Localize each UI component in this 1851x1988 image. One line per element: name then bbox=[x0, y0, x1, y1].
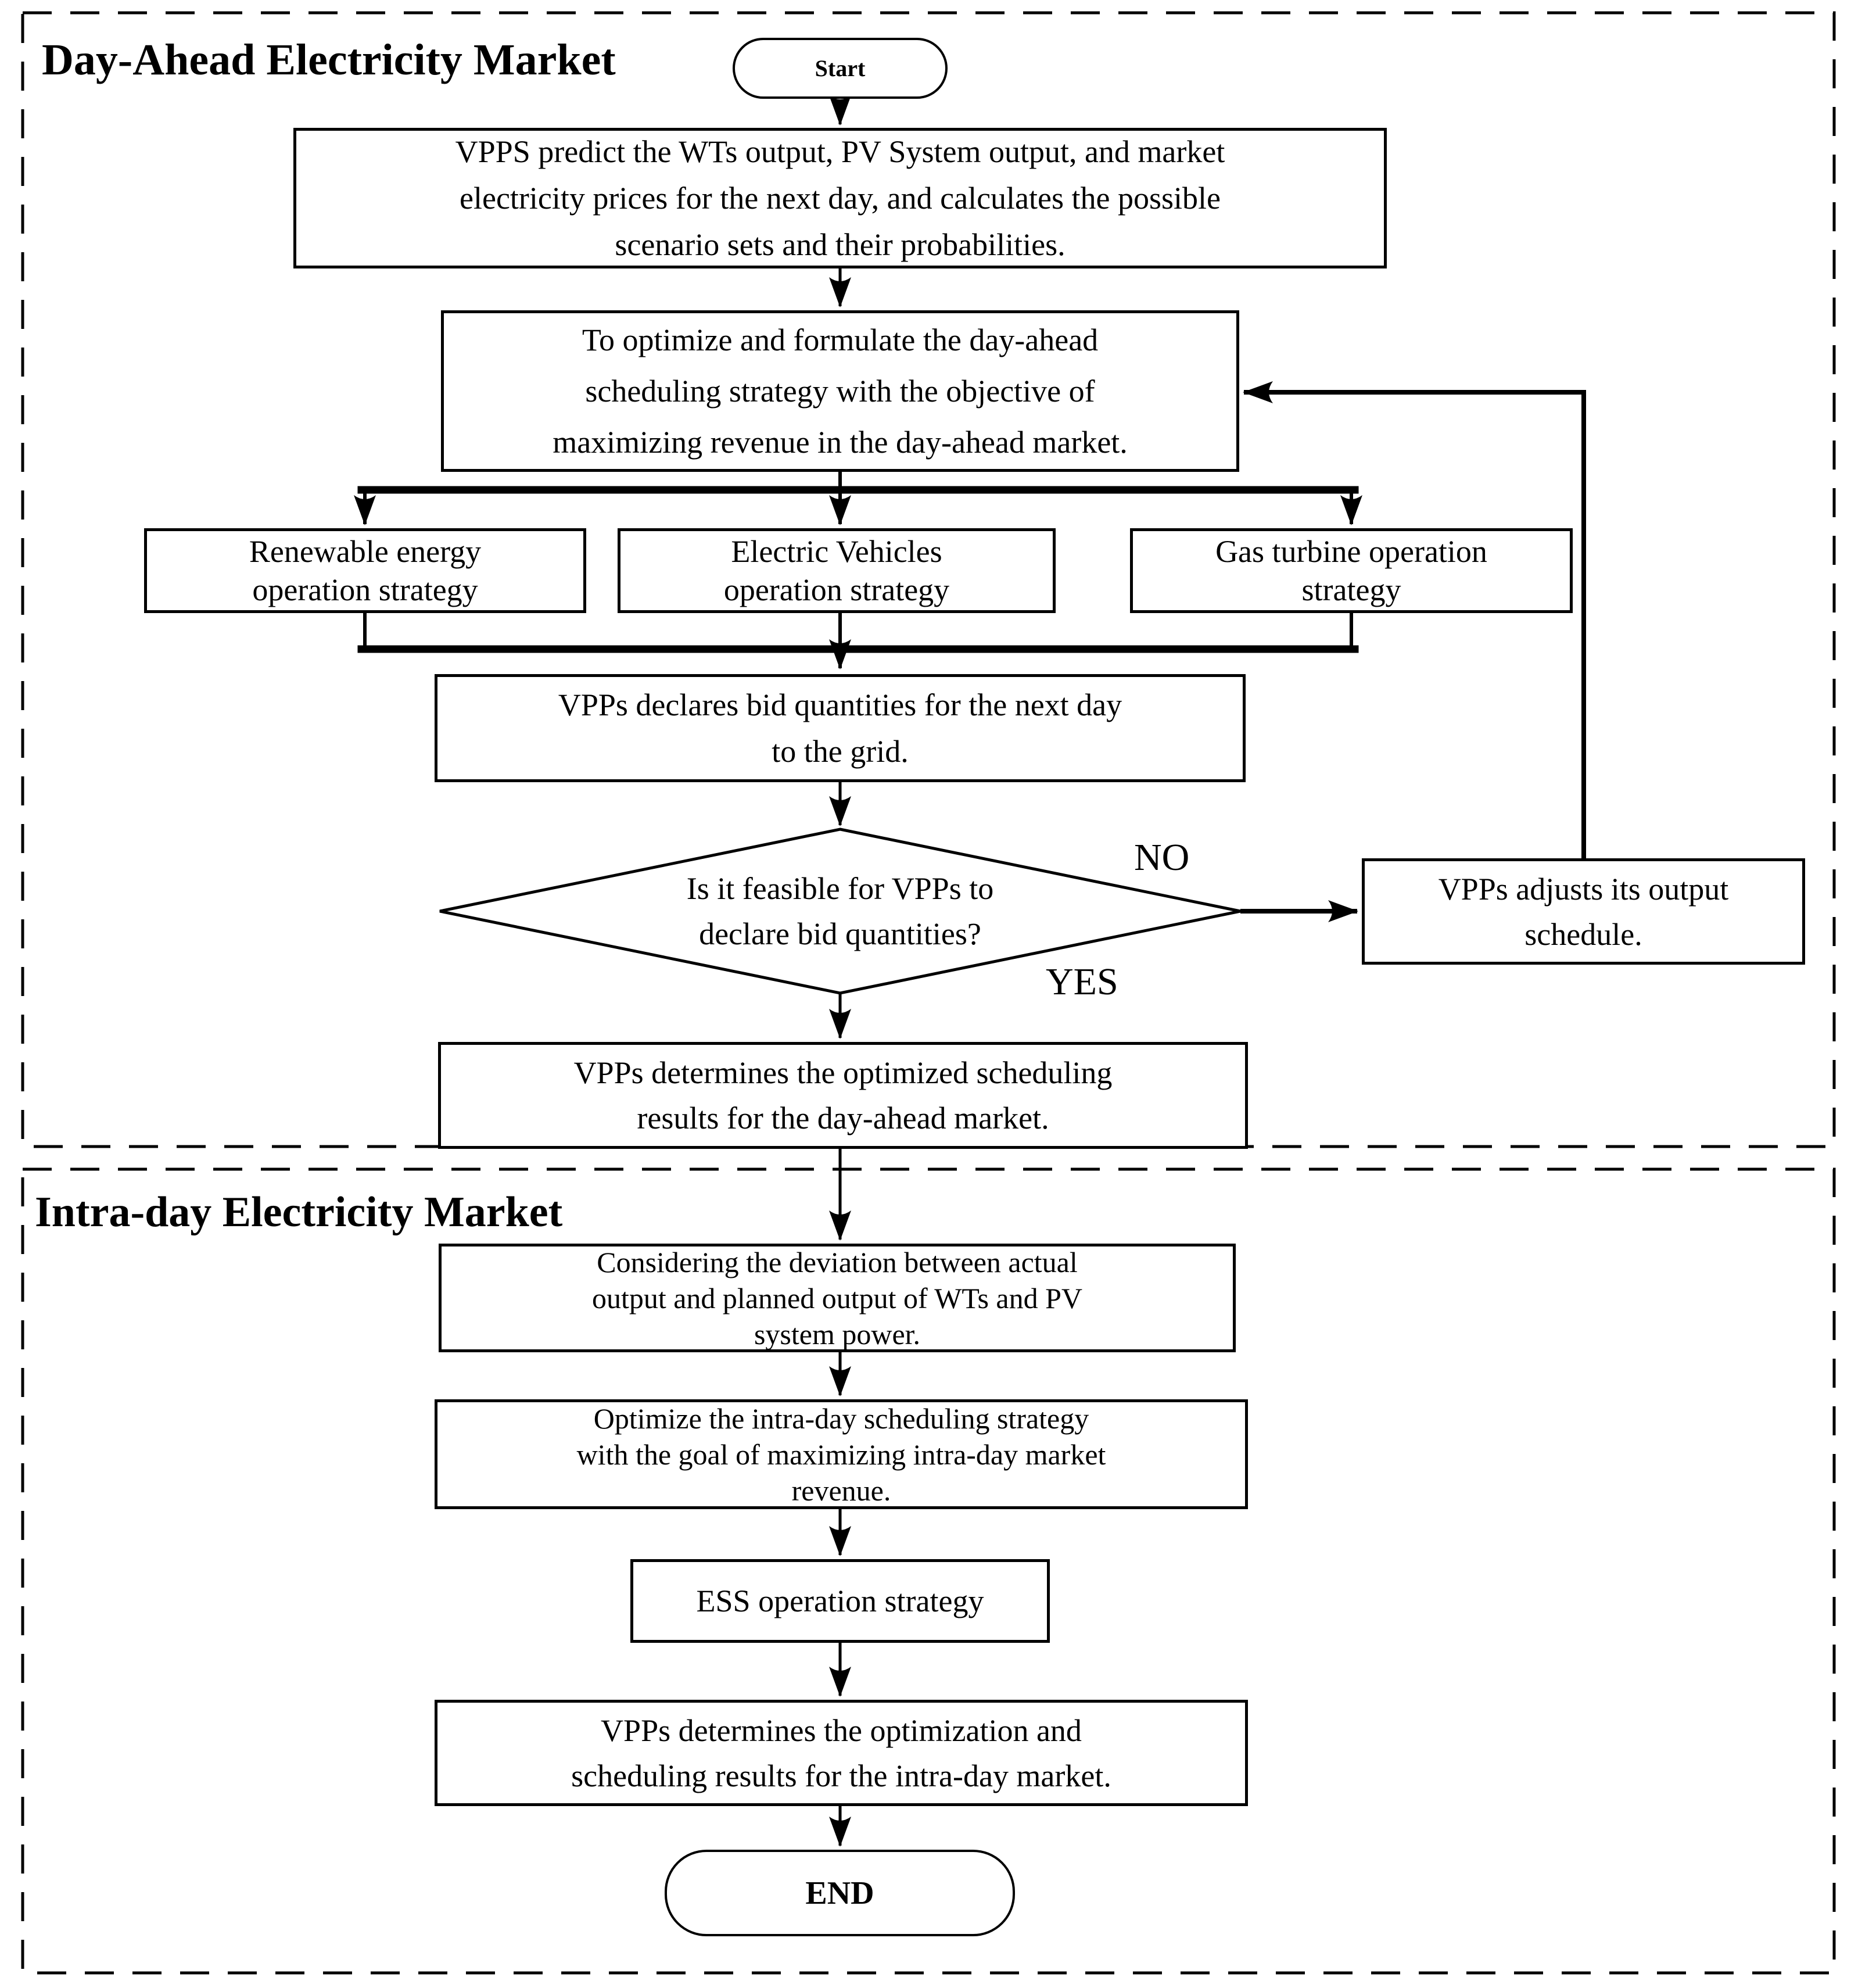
decision-text-line: declare bid quantities? bbox=[699, 916, 981, 951]
node-predict-line: VPPS predict the WTs output, PV System o… bbox=[455, 134, 1225, 169]
node-determine-day-ahead-line: results for the day-ahead market. bbox=[637, 1101, 1049, 1136]
node-deviation-line: output and planned output of WTs and PV bbox=[591, 1281, 1083, 1314]
node-optimize-day-ahead-line: To optimize and formulate the day-ahead bbox=[582, 323, 1099, 357]
node-gas-turbine-strategy: Gas turbine operation strategy bbox=[1130, 528, 1573, 613]
end-label: END bbox=[805, 1875, 874, 1911]
node-predict-line: scenario sets and their probabilities. bbox=[615, 227, 1066, 262]
node-optimize-intra-day-line: with the goal of maximizing intra-day ma… bbox=[576, 1438, 1106, 1471]
day-ahead-section-border bbox=[21, 11, 1836, 1148]
node-gas-turbine-strategy-line: Gas turbine operation bbox=[1215, 534, 1487, 569]
node-ev-strategy-line: operation strategy bbox=[723, 572, 950, 607]
day-ahead-section-title: Day-Ahead Electricity Market bbox=[42, 35, 616, 84]
node-determine-intra-day: VPPs determines the optimization and sch… bbox=[435, 1700, 1248, 1806]
node-adjust-schedule: VPPs adjusts its output schedule. bbox=[1362, 858, 1805, 965]
node-optimize-intra-day-line: Optimize the intra-day scheduling strate… bbox=[593, 1402, 1089, 1435]
node-determine-intra-day-line: scheduling results for the intra-day mar… bbox=[571, 1758, 1111, 1793]
end-terminal: END bbox=[665, 1850, 1015, 1936]
node-optimize-intra-day: Optimize the intra-day scheduling strate… bbox=[435, 1399, 1248, 1509]
node-declare-bids: VPPs declares bid quantities for the nex… bbox=[435, 674, 1246, 782]
node-determine-day-ahead: VPPs determines the optimized scheduling… bbox=[438, 1042, 1248, 1149]
node-adjust-schedule-line: schedule. bbox=[1524, 916, 1642, 952]
feedback-adjust-to-optimize bbox=[1243, 381, 1586, 858]
node-optimize-day-ahead: To optimize and formulate the day-ahead … bbox=[441, 310, 1239, 472]
node-ev-strategy: Electric Vehicles operation strategy bbox=[618, 528, 1056, 613]
node-deviation-line: system power. bbox=[754, 1317, 921, 1351]
node-deviation-line: Considering the deviation between actual bbox=[597, 1245, 1078, 1278]
start-terminal: Start bbox=[733, 38, 948, 99]
intra-day-section-title: Intra-day Electricity Market bbox=[35, 1188, 563, 1236]
node-predict: VPPS predict the WTs output, PV System o… bbox=[293, 128, 1387, 268]
node-determine-day-ahead-line: VPPs determines the optimized scheduling bbox=[573, 1055, 1113, 1090]
node-optimize-day-ahead-line: scheduling strategy with the objective o… bbox=[585, 374, 1095, 409]
decision-no-label: NO bbox=[1134, 836, 1190, 879]
start-label: Start bbox=[815, 55, 866, 81]
node-predict-line: electricity prices for the next day, and… bbox=[460, 181, 1221, 216]
node-gas-turbine-strategy-line: strategy bbox=[1301, 572, 1401, 607]
node-renewable-strategy-line: Renewable energy bbox=[249, 534, 482, 569]
node-determine-intra-day-line: VPPs determines the optimization and bbox=[601, 1713, 1082, 1748]
decision-text-line: Is it feasible for VPPs to bbox=[686, 871, 994, 906]
node-renewable-strategy: Renewable energy operation strategy bbox=[144, 528, 586, 613]
node-renewable-strategy-line: operation strategy bbox=[252, 572, 478, 607]
node-ess-strategy: ESS operation strategy bbox=[630, 1559, 1050, 1643]
intra-day-section-border bbox=[21, 1167, 1836, 1975]
node-declare-bids-line: to the grid. bbox=[772, 734, 909, 769]
node-deviation: Considering the deviation between actual… bbox=[439, 1244, 1236, 1352]
node-ess-strategy-line: ESS operation strategy bbox=[696, 1584, 984, 1618]
decision-text: Is it feasible for VPPs to declare bid q… bbox=[494, 866, 1186, 957]
decision-yes-label: YES bbox=[1046, 961, 1118, 1003]
node-ev-strategy-line: Electric Vehicles bbox=[731, 534, 942, 569]
node-adjust-schedule-line: VPPs adjusts its output bbox=[1438, 871, 1729, 907]
node-optimize-intra-day-line: revenue. bbox=[791, 1474, 891, 1507]
node-declare-bids-line: VPPs declares bid quantities for the nex… bbox=[558, 687, 1122, 722]
node-optimize-day-ahead-line: maximizing revenue in the day-ahead mark… bbox=[553, 425, 1128, 460]
